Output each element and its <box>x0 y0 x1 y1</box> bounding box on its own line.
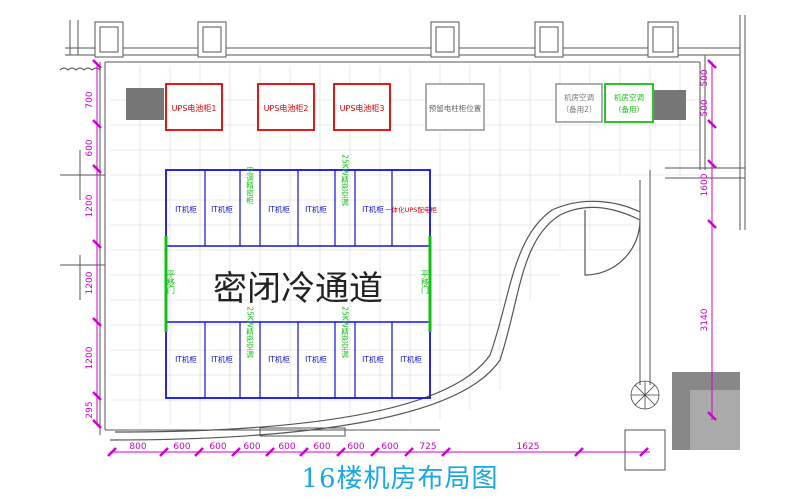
bottom-dim: 800 <box>129 442 146 452</box>
bottom-dim: 600 <box>209 442 226 452</box>
right-dim: 3140 <box>700 308 710 331</box>
wall-block-left <box>126 88 164 120</box>
sliding-door-right-label: 平移门 <box>421 270 430 295</box>
bottom-door <box>259 427 346 437</box>
ups-cabinet-2-label: UPS电池柜2 <box>264 103 309 113</box>
ac-unit-backup-line1: 机房空调 <box>614 92 644 102</box>
ups-cabinet-3 <box>333 83 391 131</box>
page-title: 16楼机房布局图 <box>301 464 499 494</box>
left-dim: 1200 <box>85 194 95 217</box>
reserved-cabinet <box>425 83 485 131</box>
left-entry-arrows <box>60 150 105 300</box>
top-cabinet-label: IT机柜 <box>211 204 233 214</box>
left-dim: 600 <box>85 139 95 156</box>
bottom-cabinet-label: IT机柜 <box>268 354 290 364</box>
cold-aisle-label: 密闭冷通道 <box>213 269 383 309</box>
stair <box>624 429 666 471</box>
right-dim: 500 <box>700 69 710 86</box>
windows <box>94 21 679 58</box>
top-cabinet-label: 空调精密柜 <box>245 165 254 205</box>
ac-unit-backup-line2: （备用） <box>614 104 644 114</box>
bottom-dim: 600 <box>243 442 260 452</box>
top-cabinet-label: IT机柜 <box>175 204 197 214</box>
bottom-cabinet-label: IT机柜 <box>175 354 197 364</box>
cold-aisle-enclosure: 平移门 平移门 密闭冷通道 <box>164 169 432 399</box>
ups-cabinet-1 <box>165 83 223 131</box>
top-cabinet-label: 一体化UPS配电柜 <box>385 205 437 214</box>
bottom-row-labels: IT机柜 IT机柜 25KW精密空调 IT机柜 IT机柜 25KW精密空调 IT… <box>175 306 422 364</box>
dimension-ticks <box>92 59 717 457</box>
top-row-labels: IT机柜 IT机柜 空调精密柜 IT机柜 IT机柜 25KW精密空调 IT机柜 … <box>175 154 437 214</box>
top-cabinet-label: IT机柜 <box>362 204 384 214</box>
wall-block-right <box>654 90 686 120</box>
ups-cabinet-3-label: UPS电池柜3 <box>340 103 385 113</box>
bottom-dim: 600 <box>313 442 330 452</box>
ac-unit-backup-2-line1: 机房空调 <box>564 92 594 102</box>
bottom-dim: 725 <box>419 442 436 452</box>
bottom-cabinet-label: 25KW精密空调 <box>340 306 349 359</box>
left-dim: 1200 <box>85 271 95 294</box>
reserved-cabinet-label: 预留电柱柜位置 <box>429 103 482 113</box>
right-dim: 500 <box>700 99 710 116</box>
sliding-door-left-label: 平移门 <box>167 270 176 295</box>
curved-wall <box>109 200 641 441</box>
left-dim: 295 <box>85 401 95 418</box>
bottom-dimensions: 800 600 600 600 600 600 600 600 725 1625 <box>129 442 539 452</box>
left-dim: 700 <box>85 91 95 108</box>
top-cabinet-label: IT机柜 <box>268 204 290 214</box>
left-dim: 1200 <box>85 346 95 369</box>
right-dim: 1600 <box>700 173 710 196</box>
bottom-cabinet-label: IT机柜 <box>400 354 422 364</box>
bottom-cabinet-label: 25KW精密空调 <box>245 306 254 359</box>
top-row-dividers <box>204 170 393 246</box>
bottom-row-dividers <box>204 322 393 398</box>
bottom-dim: 600 <box>278 442 295 452</box>
ups-cabinets: UPS电池柜1 UPS电池柜2 UPS电池柜3 <box>165 83 391 131</box>
bottom-cabinet-label: IT机柜 <box>305 354 327 364</box>
left-dimensions: 700 600 1200 1200 1200 295 <box>85 91 95 418</box>
bottom-cabinet-label: IT机柜 <box>362 354 384 364</box>
right-dimensions: 500 500 1600 3140 <box>700 69 710 331</box>
ups-cabinet-2 <box>257 83 315 131</box>
bottom-dim: 1625 <box>517 442 540 452</box>
top-cabinet-label: 25KW精密空调 <box>340 154 349 207</box>
top-cabinet-label: IT机柜 <box>305 204 327 214</box>
wall-hatch <box>59 67 101 71</box>
ups-cabinet-1-label: UPS电池柜1 <box>172 103 217 113</box>
bottom-cabinet-label: IT机柜 <box>211 354 233 364</box>
bottom-dim: 600 <box>381 442 398 452</box>
ac-unit-backup-2 <box>555 83 603 123</box>
bottom-dim: 600 <box>173 442 190 452</box>
ac-unit-backup <box>604 83 654 123</box>
ac-unit-backup-2-line2: （备用2） <box>562 104 597 114</box>
tree-icon <box>630 380 660 410</box>
bottom-dim: 600 <box>347 442 364 452</box>
